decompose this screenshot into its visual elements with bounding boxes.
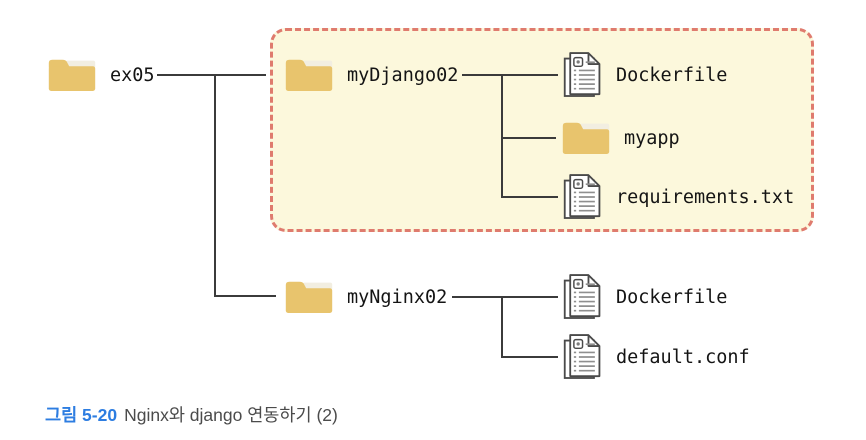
tree-node-default-conf: default.conf (562, 333, 750, 381)
tree-node-mynginx02: myNginx02 (283, 277, 447, 317)
tree-node-mydjango02: myDjango02 (283, 55, 458, 95)
folder-icon (46, 55, 98, 95)
tree-node-ex05: ex05 (46, 55, 155, 95)
node-label: myNginx02 (347, 286, 448, 308)
node-label: myapp (624, 127, 680, 149)
tree-node-myapp: myapp (560, 118, 680, 158)
figure-caption: 그림 5-20 Nginx와 django 연동하기 (2) (45, 402, 338, 427)
folder-icon (283, 277, 335, 317)
node-label: default.conf (616, 346, 750, 368)
node-label: myDjango02 (347, 64, 459, 86)
tree-node-dockerfile-django: Dockerfile (562, 51, 727, 99)
node-label: requirements.txt (616, 186, 795, 208)
folder-icon (560, 118, 612, 158)
node-label: Dockerfile (616, 286, 728, 308)
document-icon (562, 173, 604, 221)
document-icon (562, 273, 604, 321)
document-icon (562, 51, 604, 99)
figure-caption-title: Nginx와 django 연동하기 (2) (124, 405, 338, 425)
node-label: Dockerfile (616, 64, 728, 86)
folder-icon (283, 55, 335, 95)
document-icon (562, 333, 604, 381)
node-label: ex05 (110, 64, 155, 86)
tree-node-requirements-txt: requirements.txt (562, 173, 794, 221)
figure-caption-number: 그림 5-20 (45, 405, 118, 425)
tree-node-dockerfile-nginx: Dockerfile (562, 273, 727, 321)
